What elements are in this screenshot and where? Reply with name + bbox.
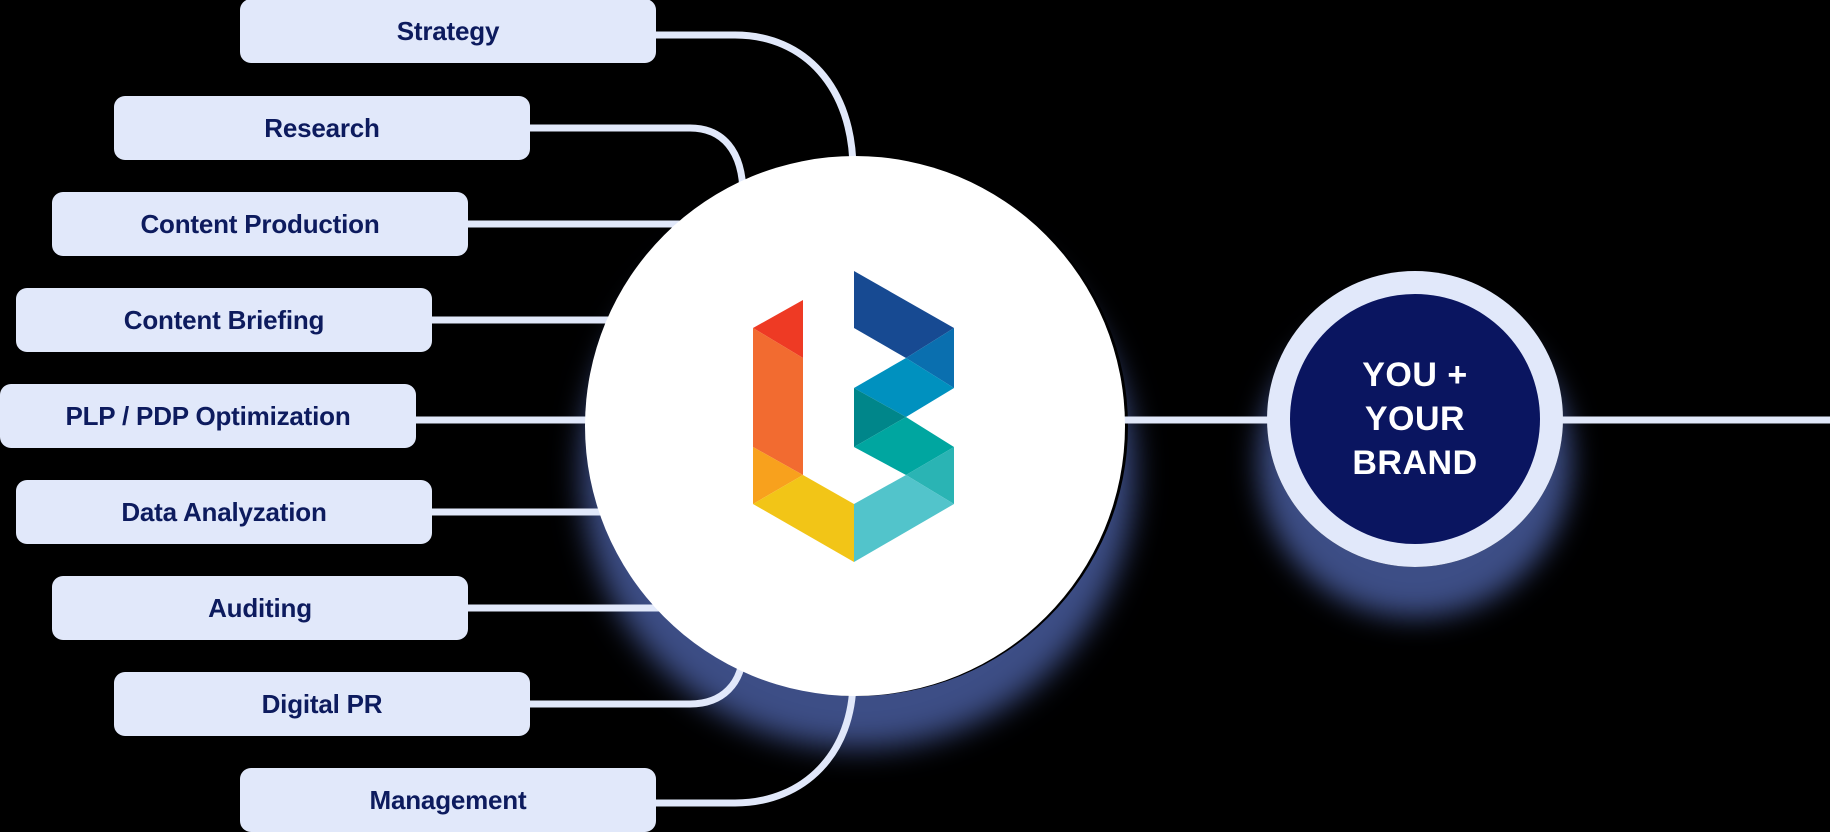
connector-research — [525, 124, 747, 196]
logo-dark-teal-facet — [854, 388, 906, 447]
logo-navy-facet — [854, 271, 954, 358]
service-box-digital-pr: Digital PR — [114, 672, 530, 736]
logo-yellow-facet — [753, 475, 854, 562]
brand-ring: YOU + YOUR BRAND — [1267, 271, 1563, 567]
service-label: Data Analyzation — [121, 496, 327, 527]
connector-management — [650, 679, 857, 807]
connector-digital-pr — [525, 649, 747, 708]
brand-text-line-3: BRAND — [1352, 444, 1478, 482]
service-label: PLP / PDP Optimization — [65, 400, 351, 431]
logo-cyan-facet — [854, 475, 954, 562]
service-box-auditing: Auditing — [52, 576, 468, 640]
brand-text-line-2: YOUR — [1364, 400, 1466, 438]
service-box-data-analyzation: Data Analyzation — [16, 480, 432, 544]
logo-red-facet — [753, 300, 803, 358]
logo-teal-facet — [854, 417, 954, 475]
brand-circle: YOU + YOUR BRAND — [1290, 294, 1540, 544]
logo-blue-facet — [906, 328, 954, 388]
service-box-research: Research — [114, 96, 530, 160]
brand-text-line-1: YOU + — [1362, 356, 1468, 394]
logo-sky-facet — [854, 358, 954, 417]
service-label: Management — [369, 784, 527, 815]
service-box-strategy: Strategy — [240, 0, 656, 63]
service-box-content-production: Content Production — [52, 192, 468, 256]
service-label: Content Production — [140, 208, 380, 239]
service-label: Content Briefing — [123, 304, 325, 335]
connector-strategy — [650, 31, 857, 171]
service-box-content-briefing: Content Briefing — [16, 288, 432, 352]
service-label: Digital PR — [261, 688, 383, 719]
service-label: Strategy — [396, 15, 500, 46]
logo-amber-facet — [753, 447, 803, 504]
service-label: Auditing — [208, 592, 312, 623]
geometric-lb-logo-icon — [753, 271, 954, 562]
service-label: Research — [264, 112, 380, 143]
logo-orange-facet — [753, 328, 803, 475]
hub-circle — [585, 156, 1125, 696]
service-box-plp-pdp-optimization: PLP / PDP Optimization — [0, 384, 416, 448]
service-box-management: Management — [240, 768, 656, 832]
logo-light-teal-facet — [906, 447, 954, 504]
